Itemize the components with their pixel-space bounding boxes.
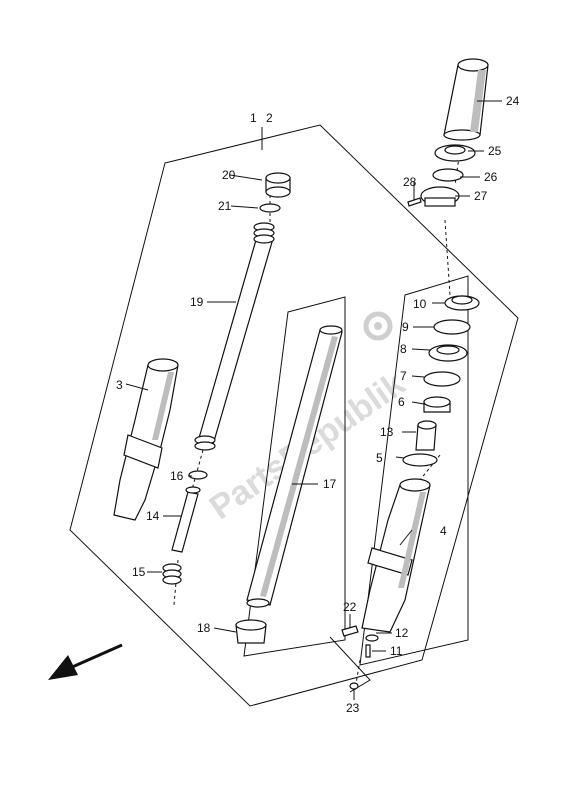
callout-7: 7: [400, 369, 407, 383]
leader-lines: [125, 100, 502, 700]
callout-17: 17: [323, 477, 337, 491]
part-11-bolt: [365, 644, 371, 658]
callout-22: 22: [343, 600, 357, 614]
arrow-down-left-icon: [48, 643, 123, 680]
callout-15: 15: [132, 565, 146, 579]
part-17-inner-tube: [246, 325, 343, 608]
part-14-rod: [171, 486, 201, 553]
callout-14: 14: [146, 509, 160, 523]
part-15-spring: [162, 563, 182, 585]
callout-3: 3: [116, 378, 123, 392]
callout-11: 11: [390, 644, 403, 658]
gear-icon: [363, 311, 393, 341]
callout-21: 21: [218, 199, 232, 213]
part-22-bolt: [341, 625, 359, 637]
callout-26: 26: [484, 170, 498, 184]
part-18-bushing: [235, 619, 267, 644]
part-27-clamp: [420, 186, 460, 207]
part-13-bushing: [415, 420, 437, 451]
callout-2: 2: [266, 111, 273, 125]
part-21-o-ring: [259, 203, 281, 213]
part-7-washer: [423, 371, 461, 387]
part-8-oil-seal: [428, 344, 468, 362]
callout-19: 19: [190, 295, 204, 309]
part-24-cylinder: [443, 58, 489, 141]
callout-24: 24: [506, 94, 520, 108]
callout-6: 6: [398, 395, 405, 409]
callout-9: 9: [402, 320, 409, 334]
inner-tube-outline: [243, 296, 346, 657]
callout-1: 1: [250, 111, 257, 125]
callout-12: 12: [395, 626, 409, 640]
callout-28: 28: [403, 175, 417, 189]
part-25-nut: [434, 144, 476, 162]
lower-outline: [359, 275, 469, 666]
assembly-outline: [69, 124, 519, 707]
callout-16: 16: [170, 469, 184, 483]
callout-13: 13: [380, 425, 394, 439]
callout-4: 4: [440, 524, 447, 538]
callout-25: 25: [488, 144, 502, 158]
callout-18: 18: [197, 621, 211, 635]
part-6-bushing: [423, 396, 451, 413]
part-28-bolt: [407, 197, 422, 207]
callout-labels: 1 2 3 4 5 6 7 8 9 10 11 12 13 14 15 16 1…: [116, 94, 520, 715]
part-20-cap-bolt: [265, 172, 291, 198]
part-4-outer-tube-right: [361, 478, 431, 633]
callout-20: 20: [222, 168, 236, 182]
part-5-ring: [402, 453, 438, 467]
part-19-spring: [194, 222, 275, 451]
callout-10: 10: [413, 297, 427, 311]
part-3-outer-tube-left: [113, 358, 179, 521]
callout-23: 23: [346, 701, 360, 715]
part-10-dust-seal: [444, 295, 480, 311]
part-12-washer: [365, 634, 379, 642]
callout-8: 8: [400, 342, 407, 356]
part-26-washer: [432, 168, 464, 182]
callout-5: 5: [376, 451, 383, 465]
callout-27: 27: [474, 189, 488, 203]
part-9-clip: [433, 319, 471, 335]
part-16-ring: [188, 470, 208, 480]
part-23-plug: [349, 682, 359, 690]
